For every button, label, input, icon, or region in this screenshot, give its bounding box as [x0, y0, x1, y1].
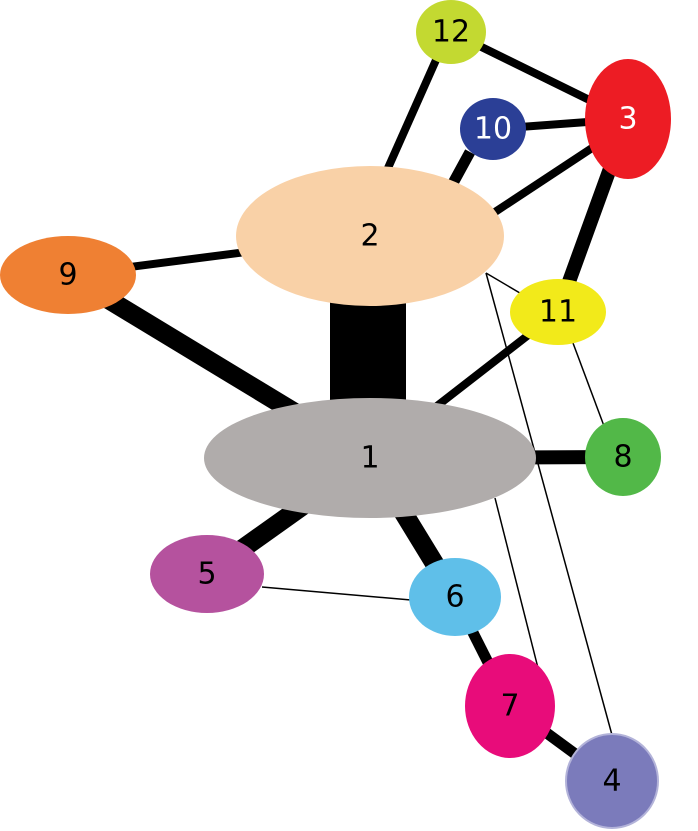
node-shape-12 — [416, 0, 486, 64]
node-shape-6 — [409, 558, 501, 636]
edge-2-10 — [447, 149, 475, 188]
node-5[interactable]: 5 — [150, 535, 264, 613]
node-shape-11 — [510, 279, 606, 345]
node-3[interactable]: 3 — [585, 59, 671, 179]
node-shape-3 — [585, 59, 671, 179]
node-9[interactable]: 9 — [0, 236, 136, 314]
node-label-12: 12 — [432, 15, 470, 50]
node-8[interactable]: 8 — [585, 418, 661, 496]
node-label-1: 1 — [360, 441, 379, 476]
node-shape-8 — [585, 418, 661, 496]
node-11[interactable]: 11 — [510, 279, 606, 345]
node-shape-9 — [0, 236, 136, 314]
edge-1-7 — [494, 497, 539, 669]
node-label-8: 8 — [613, 440, 632, 475]
node-6[interactable]: 6 — [409, 558, 501, 636]
node-label-9: 9 — [58, 258, 77, 293]
node-label-4: 4 — [602, 764, 621, 799]
node-label-3: 3 — [618, 102, 637, 137]
node-shape-7 — [465, 654, 555, 758]
node-12[interactable]: 12 — [416, 0, 486, 64]
node-2[interactable]: 2 — [236, 166, 504, 306]
node-label-10: 10 — [474, 112, 512, 147]
edge-2-3 — [492, 144, 595, 216]
node-shape-1 — [204, 398, 536, 518]
edge-11-8 — [572, 342, 605, 427]
node-label-5: 5 — [197, 557, 216, 592]
edge-5-6 — [261, 586, 412, 601]
edge-2-12 — [384, 58, 440, 170]
edge-2-4 — [485, 272, 613, 736]
node-shape-2 — [236, 166, 504, 306]
node-1[interactable]: 1 — [204, 398, 536, 518]
node-10[interactable]: 10 — [460, 98, 526, 160]
node-label-2: 2 — [360, 219, 379, 254]
node-shape-10 — [460, 98, 526, 160]
node-7[interactable]: 7 — [465, 654, 555, 758]
node-label-7: 7 — [500, 689, 519, 724]
node-4[interactable]: 4 — [565, 733, 659, 829]
node-label-6: 6 — [445, 580, 464, 615]
edge-2-11 — [485, 272, 526, 297]
node-shape-4 — [565, 733, 659, 829]
node-label-11: 11 — [539, 295, 577, 330]
node-shape-5 — [150, 535, 264, 613]
